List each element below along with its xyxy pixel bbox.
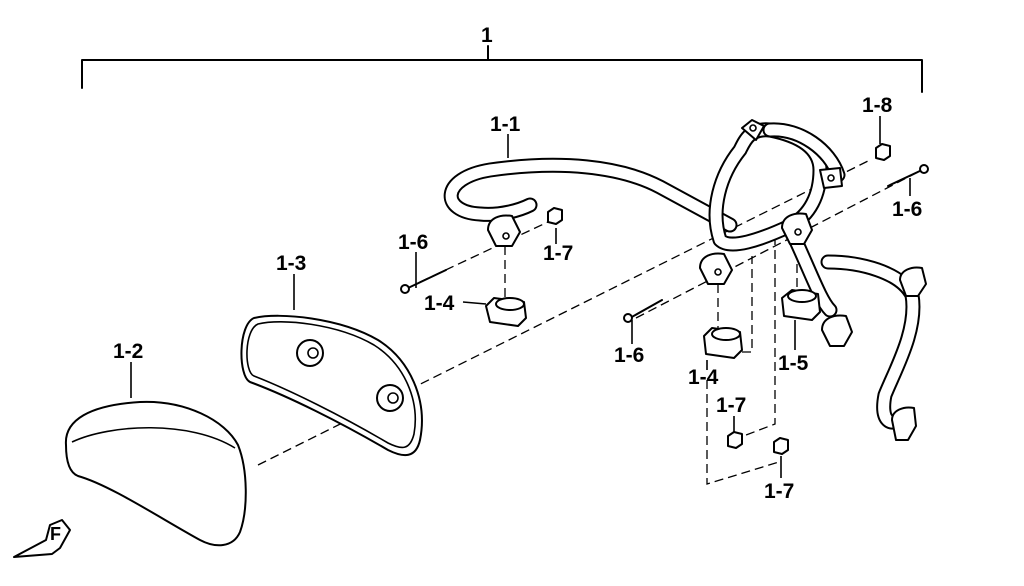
bolt-1-6-center [623, 299, 663, 323]
leader-lines [130, 116, 911, 478]
alignment-lines [257, 159, 919, 485]
assembly-bracket [81, 45, 923, 93]
label-nut-c: 1-7 [764, 480, 794, 503]
nut-1-8 [875, 143, 891, 161]
label-bolt-c: 1-6 [892, 198, 922, 221]
nut-1-7-upper [547, 207, 563, 225]
label-assembly: 1 [481, 24, 493, 47]
nut-1-7-lower-right [773, 437, 789, 455]
backrest-plate [240, 314, 423, 457]
label-bolt-b: 1-6 [614, 344, 644, 367]
label-bushing-b: 1-4 [688, 366, 719, 389]
backrest-pad [64, 400, 247, 547]
label-bolt-a: 1-6 [398, 231, 428, 254]
bushing-1-4-b [703, 327, 743, 359]
label-pad: 1-2 [113, 340, 143, 363]
bushing-1-4-a [485, 297, 527, 327]
bolt-1-6-right [887, 164, 929, 187]
label-nut-d: 1-8 [862, 94, 893, 117]
label-bar: 1-1 [490, 113, 521, 136]
front-arrow-icon: F [13, 519, 71, 558]
label-bushing-c: 1-5 [778, 352, 809, 375]
label-plate: 1-3 [276, 252, 306, 275]
backrest-bar [443, 119, 927, 441]
label-nut-a: 1-7 [543, 242, 573, 265]
label-nut-b: 1-7 [716, 394, 746, 417]
bushing-1-5 [781, 289, 821, 321]
nut-1-7-lower-left [727, 431, 743, 449]
label-bushing-a: 1-4 [424, 292, 455, 315]
bolt-1-6-left [400, 269, 447, 294]
front-arrow-letter: F [50, 524, 61, 544]
